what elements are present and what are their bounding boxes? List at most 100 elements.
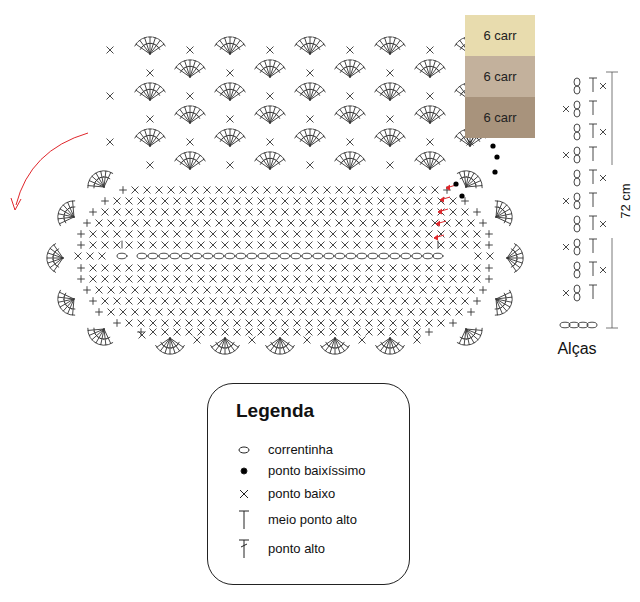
stitch-line <box>366 231 372 237</box>
stitch-line <box>402 345 404 349</box>
stitch-line <box>240 187 246 193</box>
stitch-line <box>276 220 282 226</box>
stitch-line <box>414 320 420 326</box>
stitch-line <box>126 320 132 326</box>
stitch-line <box>210 198 216 204</box>
stitch-line <box>458 39 461 42</box>
stitch-line <box>593 170 594 184</box>
stitch-line <box>198 298 204 304</box>
stitch-line <box>414 265 420 271</box>
stitch-line <box>388 129 392 130</box>
stitch-line <box>210 198 216 204</box>
stitch-line <box>96 287 102 293</box>
stitch-line <box>233 37 237 38</box>
stitch-line <box>474 231 480 237</box>
stitch-line <box>99 253 105 259</box>
stitch-line <box>504 220 506 223</box>
stitch-line <box>94 342 98 344</box>
stitch-line <box>114 198 120 204</box>
legend-text: ponto baixíssimo <box>268 463 366 478</box>
stitch-line <box>270 242 276 248</box>
stitch-line <box>270 113 284 123</box>
stitch-line <box>450 231 456 237</box>
stitch-line <box>402 298 408 304</box>
stitch-line <box>270 320 276 326</box>
stitch-line <box>102 298 108 304</box>
chain-stitch <box>247 253 257 259</box>
stitch-line <box>240 220 246 226</box>
stitch-line <box>348 309 354 315</box>
stitch-line <box>162 198 168 204</box>
stitch-line <box>330 265 336 271</box>
stitch-line <box>387 116 393 122</box>
stitch-line <box>593 78 594 92</box>
stitch-line <box>234 320 240 326</box>
chain-stitch <box>269 253 279 259</box>
stitch-line <box>366 329 372 335</box>
stitch-line <box>408 220 414 226</box>
stitch-line <box>393 83 397 84</box>
stitch-line <box>120 309 126 315</box>
stitch-line <box>168 309 174 315</box>
symbol-strokes <box>239 540 249 558</box>
stitch-line <box>186 265 192 271</box>
stitch-line <box>216 309 222 315</box>
stitch-line <box>90 231 96 237</box>
legend-text: ponto alto <box>268 541 325 556</box>
stitch-line <box>135 42 137 46</box>
stitch-line <box>372 187 378 193</box>
stitch-line <box>496 299 497 315</box>
slip-stitch-dot <box>490 143 495 148</box>
stitch-line <box>390 298 396 304</box>
stitch-line <box>444 309 450 315</box>
stitch-line <box>47 261 48 265</box>
stitch-line <box>144 220 150 226</box>
stitch-line <box>282 276 288 282</box>
stitch-line <box>258 231 264 237</box>
stitch-line <box>474 231 480 237</box>
stitch-line <box>156 220 162 226</box>
stitch-line <box>310 90 324 100</box>
stitch-line <box>234 298 240 304</box>
stitch-line <box>390 132 400 146</box>
stitch-line <box>246 298 252 304</box>
stitch-line <box>378 198 384 204</box>
stitch-line <box>132 287 138 293</box>
stitch-line <box>390 209 396 215</box>
handle-chain <box>574 109 580 117</box>
stitch-line <box>375 134 377 138</box>
stitch-line <box>114 265 120 271</box>
stitch-line <box>138 320 144 326</box>
stitch-line <box>267 139 273 145</box>
stitch-line <box>300 220 306 226</box>
stitch-line <box>198 265 204 271</box>
stitch-line <box>48 258 63 263</box>
stitch-line <box>145 84 150 100</box>
stitch-line <box>343 350 346 353</box>
stitch-line <box>426 320 432 326</box>
stitch-line <box>180 155 190 169</box>
stitch-line <box>210 242 216 248</box>
stitch-line <box>58 217 74 219</box>
stitch-line <box>228 187 234 193</box>
stitch-line <box>132 287 138 293</box>
stitch-line <box>175 65 177 69</box>
stitch-line <box>225 338 235 351</box>
stitch-line <box>318 276 324 282</box>
stitch-line <box>462 170 466 172</box>
stitch-line <box>428 106 432 107</box>
stitch-line <box>425 153 430 169</box>
stitch-line <box>228 309 234 315</box>
stitch-line <box>59 292 74 299</box>
stitch-line <box>258 242 264 248</box>
stitch-line <box>114 231 120 237</box>
handle-chain <box>574 86 580 94</box>
stitch-line <box>345 153 350 169</box>
stitch-line <box>204 220 210 226</box>
stitch-line <box>433 60 437 61</box>
stitch-line <box>94 172 98 174</box>
stitch-line <box>174 209 180 215</box>
stitch-line <box>198 242 204 248</box>
stitch-line <box>264 220 270 226</box>
